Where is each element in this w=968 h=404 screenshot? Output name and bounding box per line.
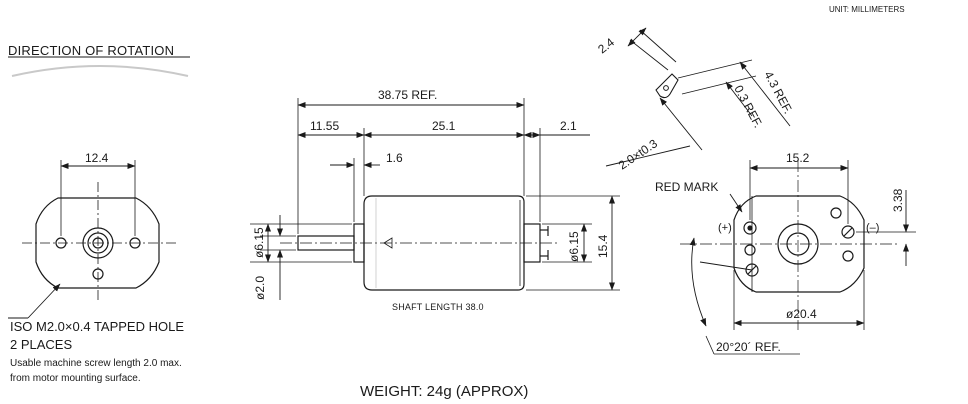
side-view	[250, 98, 620, 300]
rear-outline	[733, 195, 865, 293]
minus-terminal-label: (–)	[866, 222, 879, 234]
vent-hole-2	[744, 244, 756, 256]
vent-hole-1	[830, 207, 842, 219]
rear-view	[680, 160, 916, 355]
rear-length-label: 2.1	[560, 119, 577, 133]
shaft-length-label: SHAFT LENGTH 38.0	[392, 302, 484, 312]
angle-label: 20°20´ REF.	[716, 340, 781, 354]
rear-diameter-label: ø20.4	[786, 307, 817, 321]
front-flange-outline	[35, 197, 160, 289]
front-view	[8, 160, 178, 319]
terminal-length-label: 4.3 REF.	[761, 69, 795, 116]
tapped-hole-count: 2 PLACES	[10, 337, 73, 352]
terminal-plus	[743, 221, 757, 235]
terminal-thickness-label: 0.3 REF.	[731, 83, 765, 130]
direction-of-rotation-label: DIRECTION OF ROTATION	[8, 43, 175, 58]
terminal-minus	[841, 225, 855, 239]
terminal-tab	[655, 73, 679, 99]
screw-note-line1: Usable machine screw length 2.0 max.	[10, 358, 182, 369]
rear-boss-diameter-label: ø6.15	[567, 231, 581, 262]
shaft	[297, 235, 355, 251]
shaft-diameter-label: ø2.0	[253, 276, 267, 300]
tapped-hole-label: ISO M2.0×0.4 TAPPED HOLE	[10, 319, 185, 334]
motor-can	[363, 195, 525, 291]
overall-length-label: 38.75 REF.	[378, 88, 437, 102]
red-mark-label: RED MARK	[655, 180, 719, 194]
boss-length-label: 1.6	[386, 151, 403, 165]
front-width-label: 12.4	[85, 151, 109, 165]
rear-offset-label: 3.38	[891, 188, 905, 212]
shaft-extension-label: 11.55	[310, 119, 339, 133]
vent-hole-4	[842, 250, 854, 262]
screw-note-line2: from motor mounting surface.	[10, 373, 141, 384]
terminal-detail	[605, 27, 791, 167]
rotation-arrow	[8, 56, 190, 77]
boss-diameter-label: ø6.15	[252, 227, 266, 258]
weight-label: WEIGHT: 24g (APPROX)	[360, 383, 529, 400]
vent-hole-3	[745, 263, 759, 277]
unit-label: UNIT: MILLIMETERS	[829, 5, 905, 14]
rear-width-label: 15.2	[786, 151, 810, 165]
terminal-width-label: 2.4	[595, 35, 617, 57]
body-length-label: 25.1	[432, 119, 456, 133]
height-label: 15.4	[596, 234, 610, 258]
plus-terminal-label: (+)	[718, 222, 732, 234]
